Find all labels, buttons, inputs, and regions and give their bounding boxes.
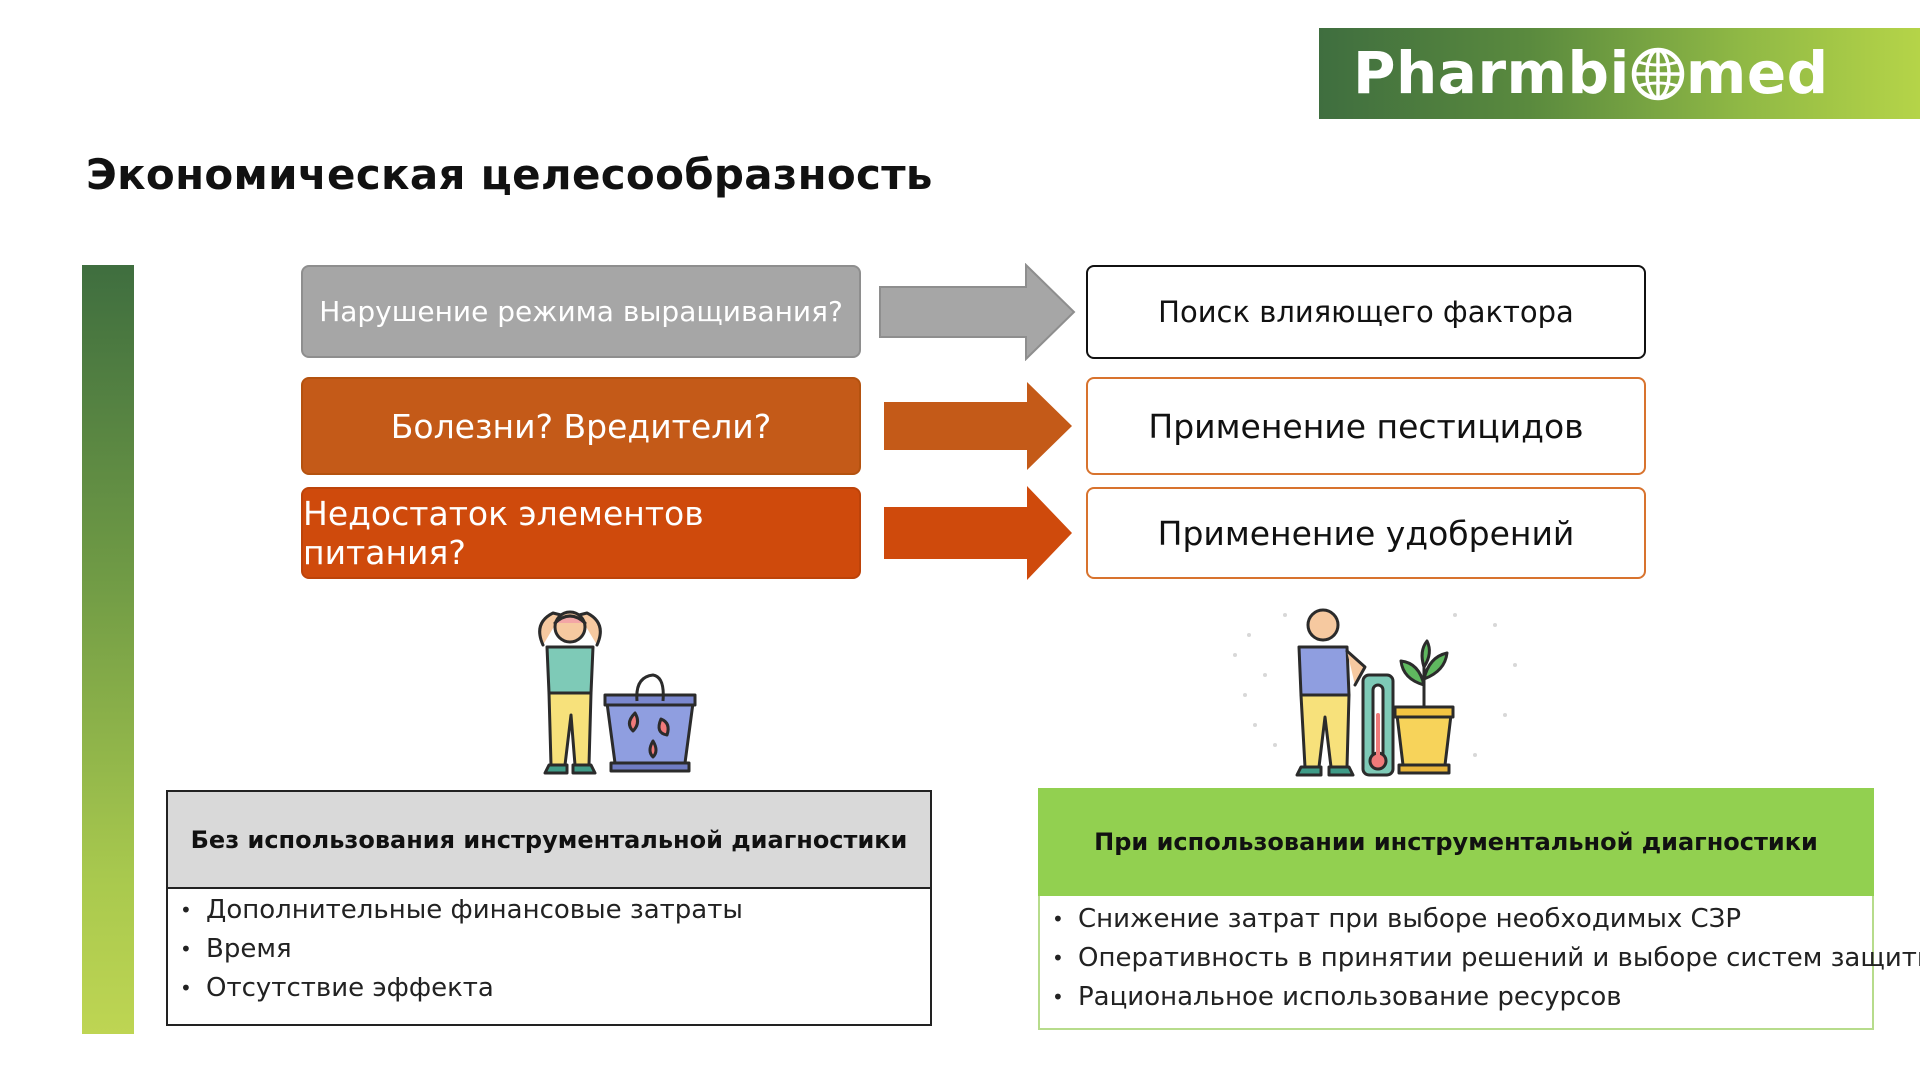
problem-label: Нарушение режима выращивания?	[319, 295, 843, 328]
logo-text-end: med	[1685, 39, 1829, 107]
solution-box-fertilizers: Применение удобрений	[1086, 487, 1646, 579]
list-item: Время	[180, 930, 743, 969]
solution-label: Применение пестицидов	[1148, 406, 1584, 446]
page-title: Экономическая целесообразность	[86, 150, 933, 199]
arrow-right-icon	[879, 263, 1076, 361]
problem-box-growing-regime: Нарушение режима выращивания?	[301, 265, 861, 358]
logo-text-start: Pharmbi	[1353, 39, 1630, 107]
logo-banner: Pharmbi med	[1319, 28, 1920, 119]
globe-icon	[1631, 47, 1685, 101]
solution-box-find-factor: Поиск влияющего фактора	[1086, 265, 1646, 359]
solution-label: Применение удобрений	[1157, 513, 1575, 553]
arrow-right-icon	[884, 486, 1072, 580]
list-item: Отсутствие эффекта	[180, 969, 743, 1008]
logo: Pharmbi med	[1353, 28, 1829, 119]
solution-box-pesticides: Применение пестицидов	[1086, 377, 1646, 475]
panel-with-diagnostics: При использовании инструментальной диагн…	[1038, 788, 1920, 1030]
list-item: Дополнительные финансовые затраты	[180, 891, 743, 930]
farmer-thermometer-healthy-plant-icon	[1233, 608, 1517, 777]
list-item: Рациональное использование ресурсов	[1052, 978, 1920, 1017]
list-item: Снижение затрат при выборе необходимых С…	[1052, 900, 1920, 939]
panel-left-list: Дополнительные финансовые затраты Время …	[180, 891, 743, 1008]
problem-label: Недостаток элементов питания?	[303, 494, 704, 572]
side-accent-bar	[82, 265, 134, 1034]
solution-label: Поиск влияющего фактора	[1158, 295, 1574, 329]
arrow-right-icon	[884, 382, 1072, 470]
problem-label: Болезни? Вредители?	[390, 406, 772, 446]
worried-farmer-wilted-plant-icon	[538, 610, 697, 775]
panel-left-header: Без использования инструментальной диагн…	[168, 792, 930, 889]
list-item: Оперативность в принятии решений и выбор…	[1052, 939, 1920, 978]
panel-right-list: Снижение затрат при выборе необходимых С…	[1052, 900, 1920, 1017]
problem-box-nutrient-deficiency: Недостаток элементов питания?	[301, 487, 861, 579]
panel-right-header: При использовании инструментальной диагн…	[1038, 788, 1874, 896]
problem-box-diseases-pests: Болезни? Вредители?	[301, 377, 861, 475]
panel-without-diagnostics: Без использования инструментальной диагн…	[166, 790, 932, 1026]
